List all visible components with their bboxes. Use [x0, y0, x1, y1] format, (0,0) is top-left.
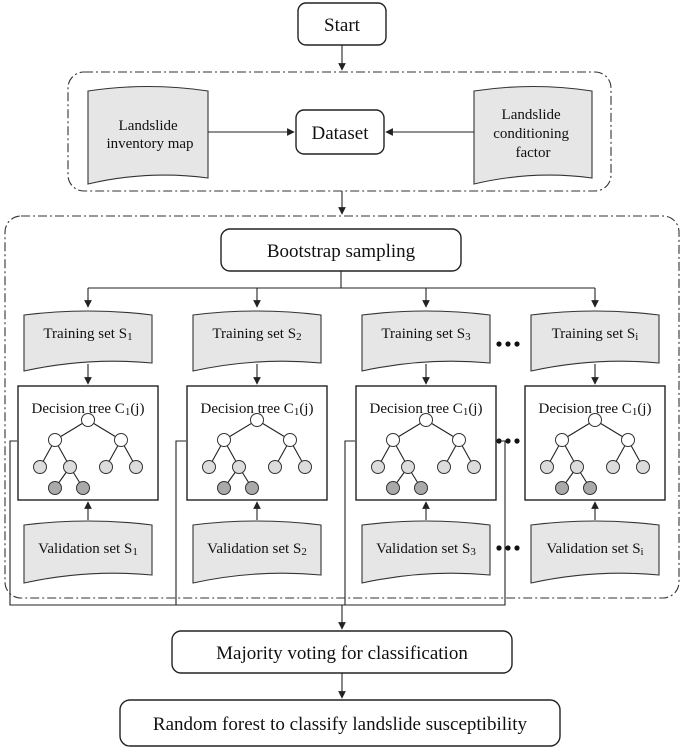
column-3: Training set S3 Decision tree C1(j) Valida… — [355, 310, 497, 584]
tree-root-node — [250, 413, 264, 427]
tree-internal-node — [555, 433, 569, 447]
training-set-label-3: Training set S3 — [381, 326, 471, 343]
decision-tree-box-2 — [186, 385, 328, 501]
start-label: Start — [324, 15, 361, 36]
tree-leaf-node — [570, 460, 584, 474]
tree-leaf-node — [63, 460, 77, 474]
tree-internal-node — [452, 433, 466, 447]
random-forest-box — [119, 699, 561, 747]
training-set-document-3 — [361, 310, 491, 372]
validation-set-document-3 — [361, 520, 491, 584]
majority-voting-label: Majority voting for classification — [216, 643, 468, 664]
validation-set-label-4: Validation set Si — [546, 541, 643, 558]
decision-tree-box-4 — [524, 385, 666, 501]
validation-set-document-4 — [530, 520, 660, 584]
input-group-frame — [67, 71, 612, 192]
validation-set-label-1: Validation set S1 — [38, 541, 138, 558]
tree-leaf-node — [401, 460, 415, 474]
decision-tree-box-1 — [17, 385, 159, 501]
tree-leaf-node — [268, 460, 282, 474]
tree-leaf-node — [467, 460, 481, 474]
collector-line-1 — [9, 440, 176, 606]
validation-set-label-2: Validation set S2 — [207, 541, 307, 558]
tree-leaf-node — [636, 460, 650, 474]
collector-line-3 — [344, 440, 355, 605]
tree-root-node — [419, 413, 433, 427]
column-1: Training set S1 Decision tree C1(j) Valida… — [17, 310, 159, 584]
tree-internal-node — [114, 433, 128, 447]
collector-line-2 — [175, 440, 186, 605]
tree-deep-leaf-node — [48, 481, 62, 495]
decision-tree-label-1: Decision tree C1(j) — [32, 401, 145, 418]
tree-leaf-node — [371, 460, 385, 474]
training-set-document-4 — [530, 310, 660, 372]
dataset-label: Dataset — [312, 123, 370, 144]
training-set-label-2: Training set S2 — [212, 326, 301, 343]
tree-leaf-node — [232, 460, 246, 474]
training-set-document-1 — [23, 310, 153, 372]
tree-internal-node — [48, 433, 62, 447]
tree-root-node — [81, 413, 95, 427]
random-forest-label: Random forest to classify landslide susc… — [153, 714, 528, 735]
tree-deep-leaf-node — [414, 481, 428, 495]
training-set-label-4: Training set Si — [552, 326, 639, 343]
training-set-label-1: Training set S1 — [43, 326, 132, 343]
tree-internal-node — [386, 433, 400, 447]
ellipsis-training — [496, 341, 520, 347]
tree-leaf-node — [437, 460, 451, 474]
dataset-box — [295, 109, 385, 155]
validation-set-document-2 — [192, 520, 322, 584]
validation-set-document-1 — [23, 520, 153, 584]
tree-leaf-node — [298, 460, 312, 474]
tree-deep-leaf-node — [245, 481, 259, 495]
tree-leaf-node — [540, 460, 554, 474]
tree-deep-leaf-node — [386, 481, 400, 495]
decision-tree-label-2: Decision tree C1(j) — [201, 401, 314, 418]
column-i: Training set Si Decision tree C1(j) Valida… — [524, 310, 666, 584]
tree-deep-leaf-node — [217, 481, 231, 495]
tree-internal-node — [283, 433, 297, 447]
tree-deep-leaf-node — [583, 481, 597, 495]
tree-leaf-node — [33, 460, 47, 474]
inventory-map-document — [87, 85, 209, 185]
forest-group-frame — [4, 215, 680, 599]
conditioning-factor-label: Landslide conditioning factor — [493, 107, 573, 161]
tree-leaf-node — [99, 460, 113, 474]
tree-internal-node — [217, 433, 231, 447]
tree-internal-node — [621, 433, 635, 447]
decision-tree-box-3 — [355, 385, 497, 501]
training-set-document-2 — [192, 310, 322, 372]
validation-set-label-3: Validation set S3 — [376, 541, 476, 558]
conditioning-factor-document — [473, 85, 593, 185]
inventory-map-label: Landslide inventory map — [106, 118, 193, 152]
decision-tree-label-4: Decision tree C1(j) — [539, 401, 652, 418]
bootstrap-label: Bootstrap sampling — [267, 241, 416, 262]
tree-root-node — [588, 413, 602, 427]
tree-leaf-node — [606, 460, 620, 474]
collector-line-4 — [342, 440, 506, 606]
tree-leaf-node — [129, 460, 143, 474]
tree-deep-leaf-node — [555, 481, 569, 495]
column-2: Training set S2 Decision tree C1(j) Valida… — [186, 310, 328, 584]
decision-tree-label-3: Decision tree C1(j) — [370, 401, 483, 418]
tree-deep-leaf-node — [76, 481, 90, 495]
ellipsis-validation — [496, 545, 520, 551]
tree-leaf-node — [202, 460, 216, 474]
